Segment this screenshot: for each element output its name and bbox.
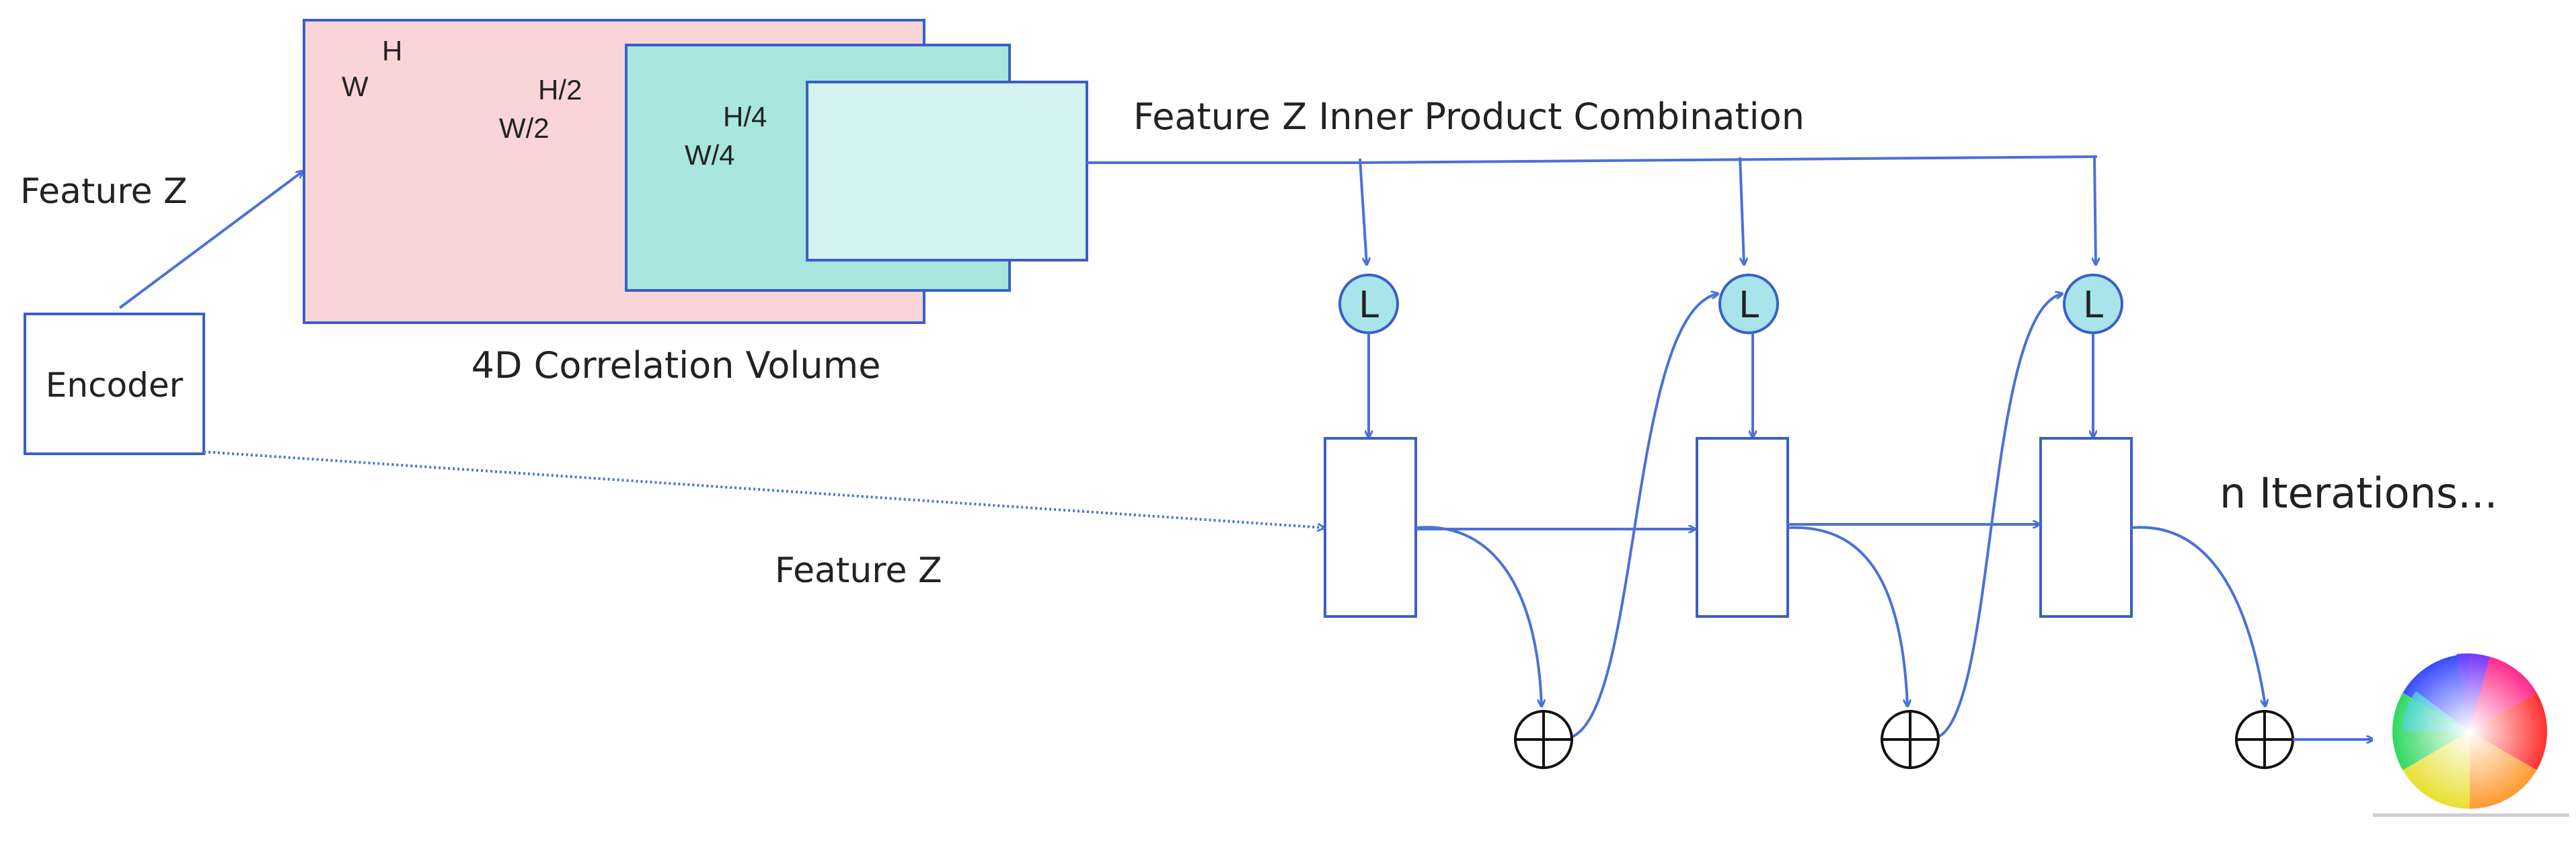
volume-level-1-w: W	[342, 71, 369, 102]
encoder-label: Encoder	[46, 366, 184, 405]
block-2-to-plus-2	[1787, 526, 1907, 706]
plus-1-to-lookup-2	[1570, 294, 1718, 739]
update-block-1	[1324, 437, 1417, 618]
feature-z-label-bottom: Feature Z	[775, 551, 942, 591]
flow-color-wheel-image	[2373, 653, 2569, 818]
volume-level-3-h: H/4	[723, 101, 767, 132]
block-3-to-plus-3	[2131, 526, 2265, 706]
plus-node-1	[1514, 710, 1573, 769]
lookup-symbol-2: L	[1739, 284, 1759, 326]
lookup-1: L	[1338, 274, 1399, 334]
feature-z-label-top: Feature Z	[20, 171, 188, 212]
flow-wheel-highlight	[2392, 654, 2547, 809]
inner-product-label: Feature Z Inner Product Combination	[1133, 95, 1805, 138]
context-feature-line	[203, 450, 1324, 528]
lookup-3: L	[2063, 274, 2123, 334]
correlation-volume: H W H/2 W/2 H/4 W/4	[303, 19, 1088, 324]
volume-level-2-h: H/2	[538, 74, 582, 106]
bus-drop-3	[2094, 157, 2096, 264]
plus-cross-1	[1515, 711, 1572, 768]
iterations-label: n Iterations...	[2220, 469, 2497, 518]
correlation-volume-label: 4D Correlation Volume	[471, 344, 881, 387]
plus-2-to-lookup-3	[1936, 294, 2062, 739]
plus-node-2	[1881, 710, 1940, 769]
bus-drop-1	[1359, 158, 1367, 264]
encoder-to-volume-arrow	[118, 171, 303, 309]
lookup-symbol-1: L	[1359, 284, 1379, 326]
bus-drop-2	[1739, 157, 1744, 264]
volume-level-1-h: H	[382, 35, 402, 67]
update-block-3	[2039, 437, 2133, 618]
flow-wheel	[2392, 653, 2548, 809]
plus-cross-3	[2236, 711, 2293, 768]
lookup-bus	[1087, 155, 2098, 264]
block-1-to-plus-1	[1415, 526, 1542, 706]
bus-extension	[1359, 155, 2098, 164]
lookup-circle-2	[1718, 274, 1779, 334]
encoder-box	[24, 313, 205, 455]
plus-cross-2	[1882, 711, 1938, 768]
lookup-symbol-3: L	[2083, 284, 2103, 326]
flow-wheel-shadow	[2373, 813, 2569, 817]
encoder-block: Encoder	[24, 313, 205, 455]
plus-node-3	[2235, 710, 2294, 769]
volume-level-3-w: W/4	[685, 139, 735, 171]
update-block-2	[1696, 437, 1789, 618]
volume-level-2-w: W/2	[499, 112, 550, 144]
volume-level-3	[806, 81, 1088, 262]
lookup-2: L	[1718, 274, 1779, 334]
